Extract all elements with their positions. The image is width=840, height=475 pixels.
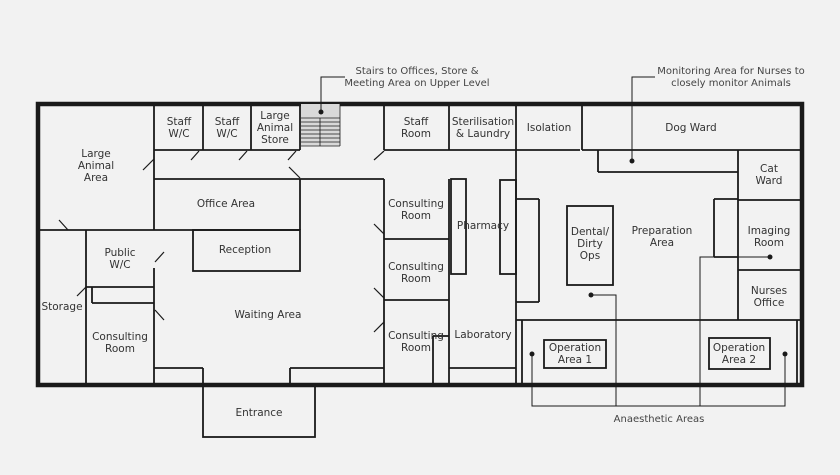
building-outline [35,101,805,388]
label-line: Monitoring Area for Nurses to [657,66,805,77]
label-line: Staff [167,116,192,128]
label-line: Staff [215,116,240,128]
stair-treads [301,104,341,147]
callouts: Stairs to Offices, Store &Meeting Area o… [344,66,804,425]
label-line: Consulting [388,330,444,342]
label-line: Entrance [235,407,282,419]
label-line: Waiting Area [235,309,302,321]
label-line: Large [260,110,290,122]
label-line: Large [81,148,111,160]
label-line: Room [401,273,431,285]
room-label-pharmacy: Pharmacy [457,220,509,232]
room-label-waiting-area: Waiting Area [235,309,302,321]
label-line: Pharmacy [457,220,509,232]
label-line: & Laundry [456,128,510,140]
label-line: Dental/ [571,226,610,238]
leader-lines [318,76,788,407]
label-line: Staff [404,116,429,128]
room-label-entrance: Entrance [235,407,282,419]
label-line: Store [261,134,289,146]
label-line: Area 1 [558,354,592,366]
room-label-storage: Storage [41,301,82,313]
label-line: Area [650,237,674,249]
label-line: Nurses [751,285,787,297]
label-line: Sterilisation [452,116,514,128]
label-line: Area [84,172,108,184]
door-swings [58,150,385,333]
label-line: Ward [756,175,783,187]
label-line: Room [754,237,784,249]
callout-stairs: Stairs to Offices, Store &Meeting Area o… [344,66,489,89]
label-line: Room [401,210,431,222]
label-line: Operation [549,342,601,354]
label-line: Reception [219,244,271,256]
label-line: Cat [760,163,778,175]
label-line: Consulting [388,198,444,210]
room-label-isolation: Isolation [527,122,571,134]
label-line: Office Area [197,198,255,210]
room-label-sterilisation-laundry: Sterilisation& Laundry [452,116,514,140]
label-line: Imaging [748,225,791,237]
label-line: Animal [78,160,114,172]
walls [35,101,805,438]
label-line: W/C [168,128,189,140]
label-line: Room [401,342,431,354]
label-line: Room [401,128,431,140]
callout-anaesthetic: Anaesthetic Areas [614,414,705,425]
label-line: Animal [257,122,293,134]
label-line: W/C [109,259,130,271]
label-line: Room [105,343,135,355]
room-label-laboratory: Laboratory [454,329,511,341]
label-line: Anaesthetic Areas [614,414,705,425]
label-line: Laboratory [454,329,511,341]
label-line: Storage [41,301,82,313]
label-line: Stairs to Offices, Store & [355,66,478,77]
room-label-dog-ward: Dog Ward [665,122,716,134]
label-line: Office [754,297,785,309]
label-line: Consulting [388,261,444,273]
label-line: Preparation [632,225,693,237]
label-line: Dog Ward [665,122,716,134]
room-label-reception: Reception [219,244,271,256]
label-line: Area 2 [722,354,756,366]
label-line: closely monitor Animals [671,78,791,89]
label-line: Meeting Area on Upper Level [344,78,489,89]
interior-walls [38,104,802,385]
label-line: W/C [216,128,237,140]
label-line: Public [104,247,135,259]
label-line: Operation [713,342,765,354]
label-line: Isolation [527,122,571,134]
label-line: Ops [580,250,600,262]
room-label-office-area: Office Area [197,198,255,210]
label-line: Consulting [92,331,148,343]
entrance-vestibule [202,384,316,438]
label-line: Dirty [577,238,603,250]
